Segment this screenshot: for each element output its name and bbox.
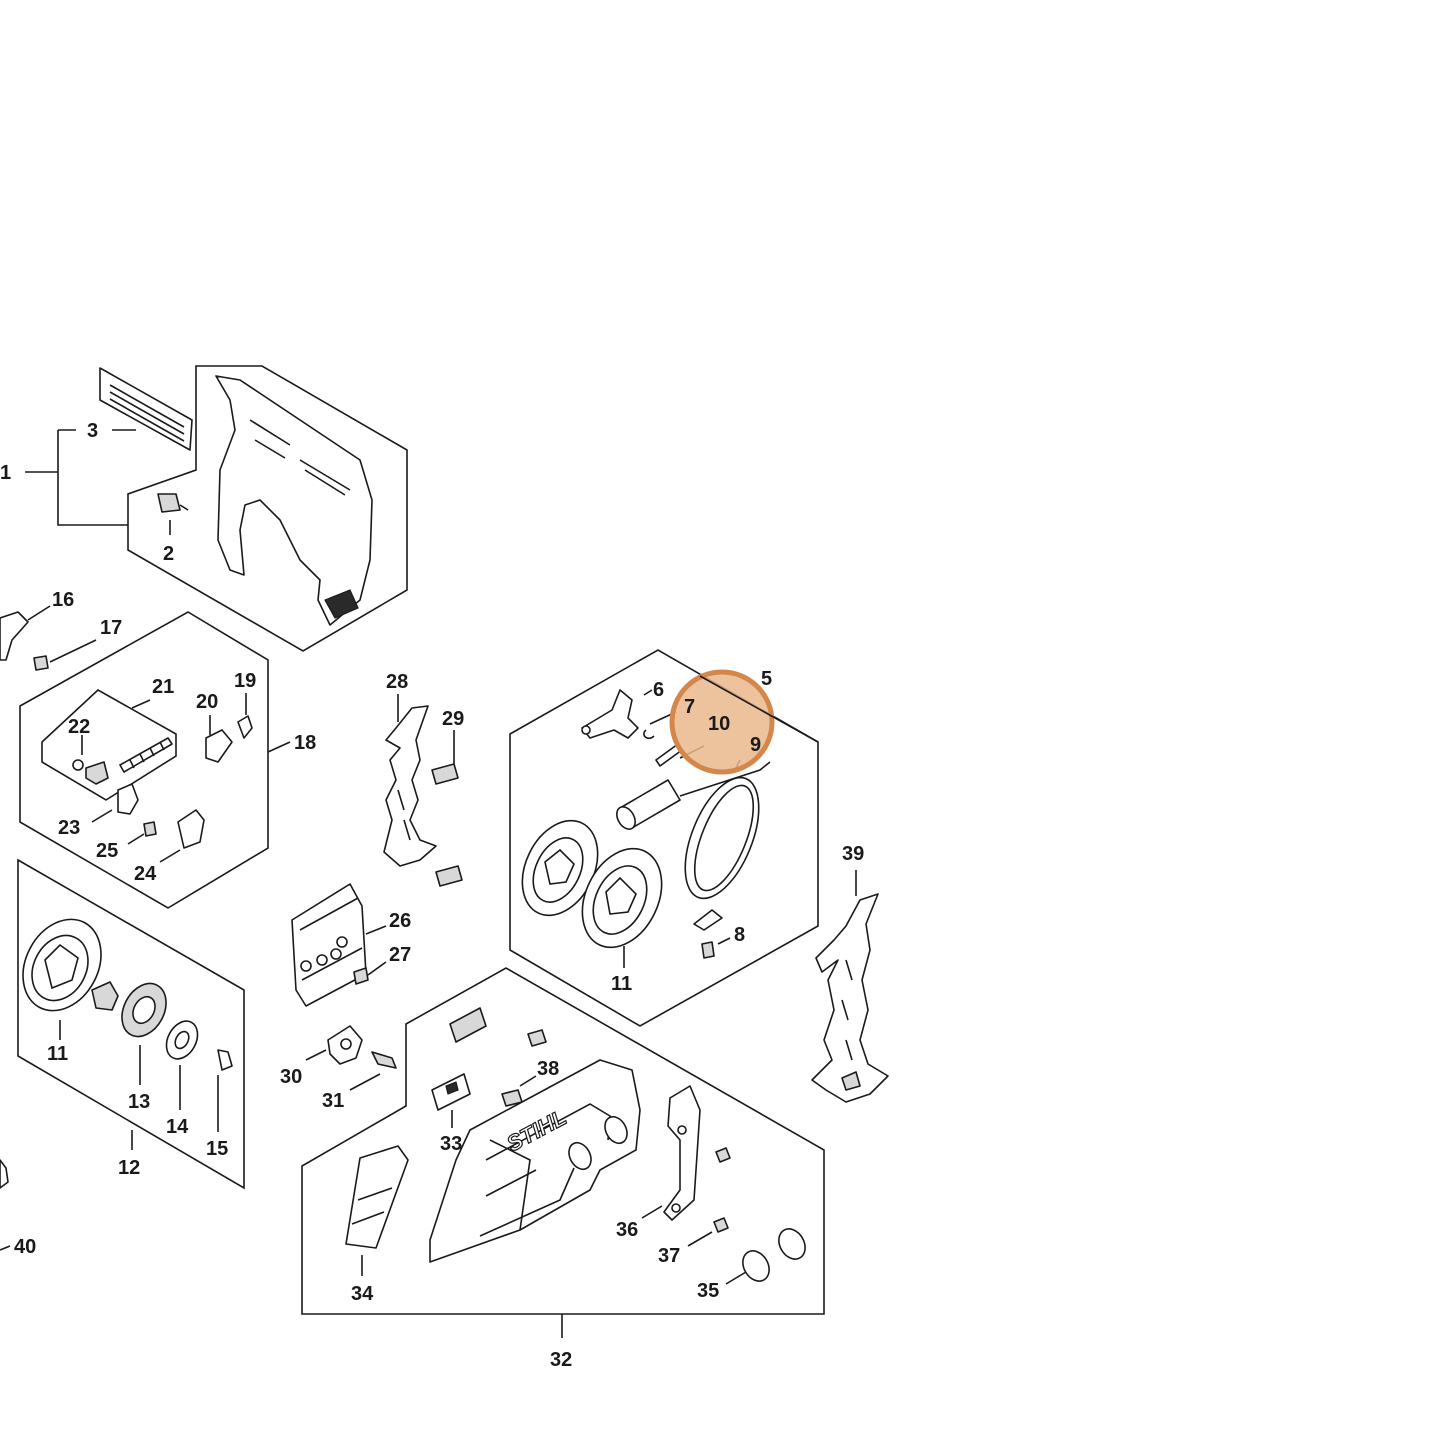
label-27: 27 (389, 944, 411, 966)
group-18-oil-pump: 18 21 19 20 22 23 25 24 (19, 611, 316, 909)
label-22: 22 (68, 716, 90, 738)
label-18: 18 (294, 732, 316, 754)
label-30: 30 (280, 1066, 302, 1088)
part-39-spike: 39 (811, 843, 889, 1103)
label-39: 39 (842, 843, 864, 865)
label-31: 31 (322, 1090, 344, 1112)
label-33: 33 (440, 1133, 462, 1155)
label-8: 8 (734, 924, 745, 946)
label-26: 26 (389, 910, 411, 932)
label-29: 29 (442, 708, 464, 730)
label-2: 2 (163, 543, 174, 565)
label-37: 37 (658, 1245, 680, 1267)
label-13: 13 (128, 1091, 150, 1113)
label-23: 23 (58, 817, 80, 839)
label-36: 36 (616, 1219, 638, 1241)
part-26-27-guide-plate: 26 27 (291, 883, 411, 1007)
label-38: 38 (537, 1058, 559, 1080)
part-28-29-spike: 28 29 (383, 671, 464, 887)
label-21: 21 (152, 676, 174, 698)
label-16: 16 (52, 589, 74, 611)
label-9: 9 (750, 734, 761, 756)
group-40: 40 (0, 1159, 36, 1258)
part-30-31: 30 31 (280, 1025, 397, 1112)
group-5-starter: 5 6 7 10 9 8 11 (509, 649, 819, 1027)
label-1: 1 (0, 462, 11, 484)
label-11-left: 11 (47, 1043, 68, 1065)
label-20: 20 (196, 691, 218, 713)
group-16-17: 16 17 (0, 589, 122, 671)
group-12-sprocket: 11 13 14 15 12 (17, 858, 245, 1190)
label-6: 6 (653, 679, 664, 701)
group-32-sprocket-cover: STIHL 38 33 34 36 37 35 32 (301, 967, 825, 1371)
label-11-right: 11 (611, 973, 632, 995)
label-7: 7 (684, 696, 695, 718)
label-10: 10 (708, 713, 730, 735)
group-1-hand-guard: 1 3 2 (0, 365, 408, 652)
label-34: 34 (351, 1283, 374, 1305)
label-17: 17 (100, 617, 122, 639)
label-28: 28 (386, 671, 408, 693)
label-25: 25 (96, 840, 118, 862)
label-14: 14 (166, 1116, 189, 1138)
label-5: 5 (761, 668, 772, 690)
label-15: 15 (206, 1138, 228, 1160)
highlight-circle (669, 669, 775, 775)
label-19: 19 (234, 670, 256, 692)
label-32: 32 (550, 1349, 572, 1371)
label-3: 3 (87, 420, 98, 442)
label-24: 24 (134, 863, 157, 885)
label-12: 12 (118, 1157, 140, 1179)
label-35: 35 (697, 1280, 719, 1302)
label-40: 40 (14, 1236, 36, 1258)
